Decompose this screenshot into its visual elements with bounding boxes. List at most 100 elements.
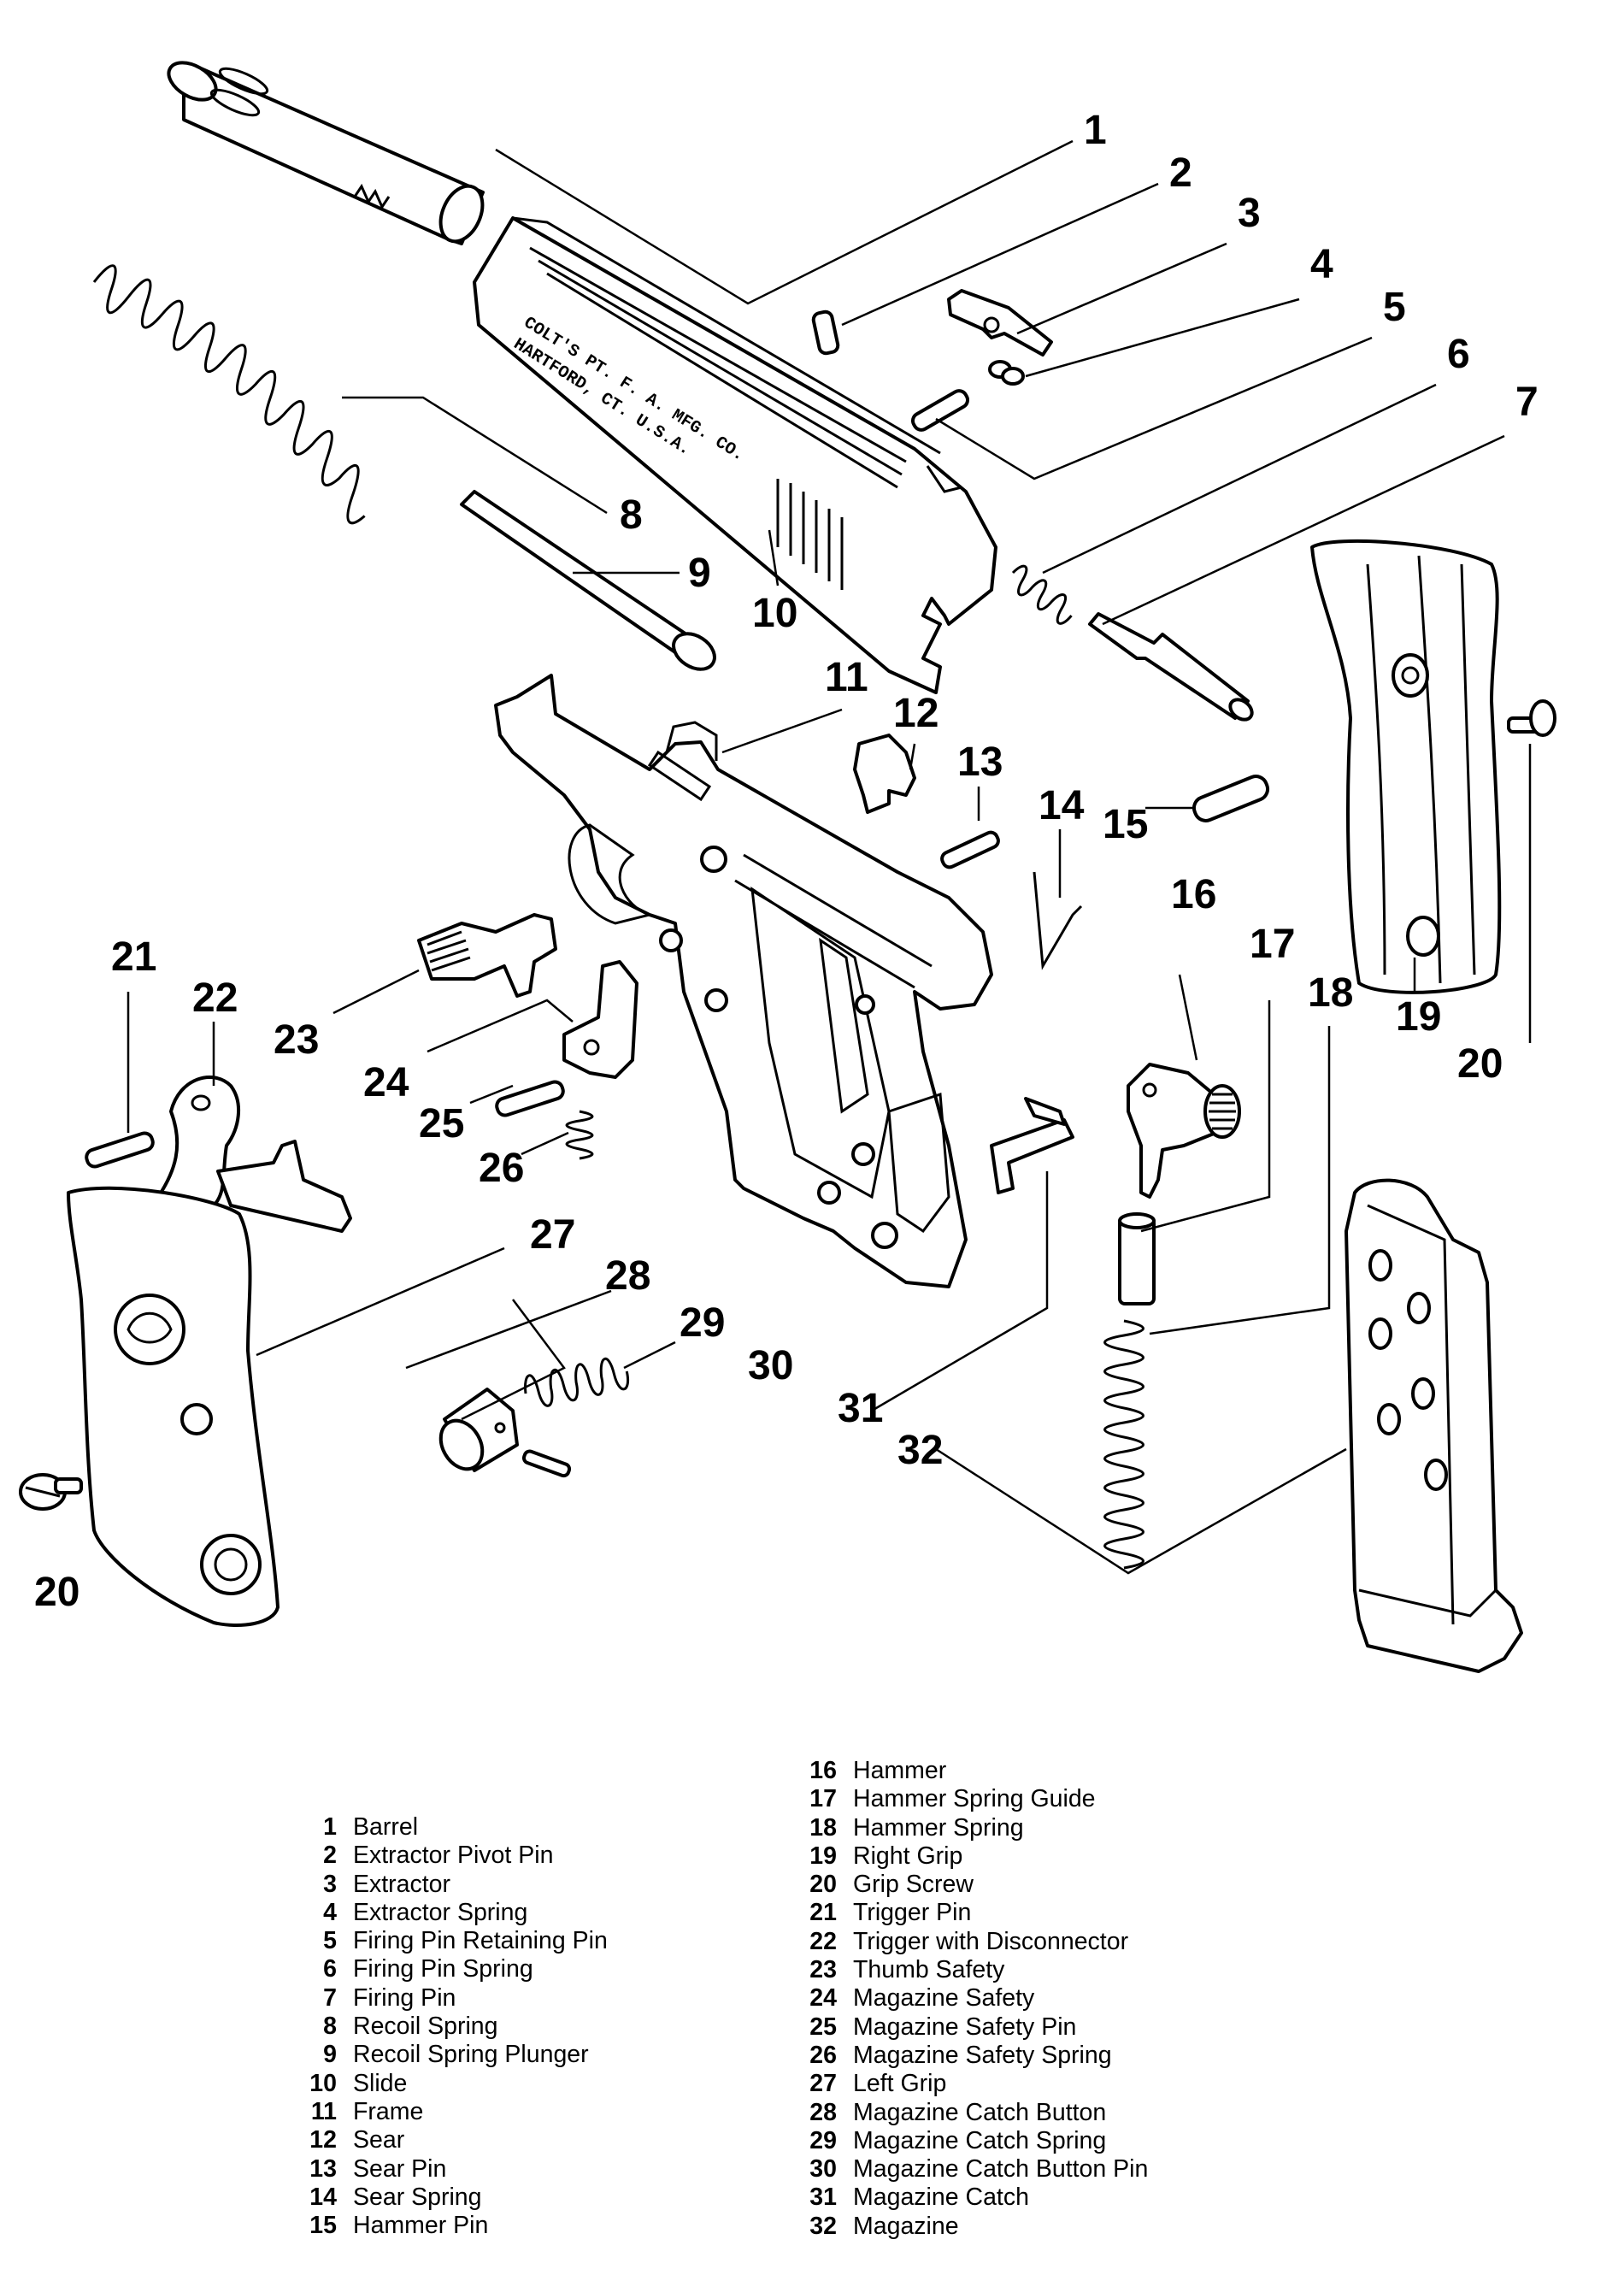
grip-screw-right bbox=[1507, 699, 1556, 737]
legend-item-number: 23 bbox=[809, 1956, 837, 1984]
legend-item-number: 31 bbox=[809, 2184, 837, 2212]
legend-item-number: 20 bbox=[809, 1871, 837, 1899]
callout-19: 19 bbox=[1396, 994, 1441, 1040]
legend-item-name: Grip Screw bbox=[853, 1871, 974, 1899]
legend-item-name: Hammer Spring Guide bbox=[853, 1785, 1096, 1813]
callout-8: 8 bbox=[620, 492, 643, 538]
legend-item-number: 21 bbox=[809, 1899, 837, 1927]
callout-29: 29 bbox=[680, 1300, 725, 1346]
legend-item-name: Magazine bbox=[853, 2212, 959, 2240]
extractor-pivot-pin bbox=[811, 309, 840, 356]
left-grip bbox=[67, 1186, 279, 1627]
callout-23: 23 bbox=[274, 1017, 319, 1063]
legend-item-name: Recoil Spring bbox=[353, 2013, 498, 2041]
callout-27: 27 bbox=[530, 1212, 575, 1258]
callout-24: 24 bbox=[363, 1060, 409, 1105]
legend-item-number: 1 bbox=[323, 1813, 337, 1841]
firing-pin-spring bbox=[1011, 564, 1073, 625]
hammer-spring bbox=[1103, 1319, 1144, 1570]
legend-item-number: 15 bbox=[309, 2212, 337, 2240]
frame bbox=[494, 674, 993, 1288]
magazine-safety-pin bbox=[495, 1080, 565, 1117]
legend-item-number: 10 bbox=[309, 2069, 337, 2097]
callout-10: 10 bbox=[752, 591, 797, 636]
callout-6: 6 bbox=[1447, 332, 1470, 377]
legend-item-name: Magazine Catch Button Pin bbox=[853, 2155, 1149, 2184]
callout-17: 17 bbox=[1250, 922, 1295, 967]
legend-item-name: Thumb Safety bbox=[853, 1956, 1005, 1984]
right-grip bbox=[1310, 539, 1502, 994]
legend-item-name: Hammer Pin bbox=[353, 2212, 489, 2240]
hammer-pin bbox=[1192, 775, 1270, 822]
legend-item: 9 Recoil Spring Plunger bbox=[299, 2041, 608, 2069]
legend-item-name: Magazine Catch Button bbox=[853, 2098, 1107, 2126]
legend-item-name: Barrel bbox=[353, 1813, 419, 1841]
recoil-spring bbox=[92, 264, 366, 525]
callout-20-right: 20 bbox=[1457, 1041, 1503, 1087]
legend-item-number: 28 bbox=[809, 2098, 837, 2126]
callout-1: 1 bbox=[1084, 108, 1107, 153]
callout-4: 4 bbox=[1310, 242, 1333, 287]
recoil-spring-plunger bbox=[460, 490, 716, 671]
legend-item: 15 Hammer Pin bbox=[299, 2212, 608, 2240]
callout-11: 11 bbox=[825, 655, 868, 700]
callout-numbers: 1 2 3 4 5 6 7 8 9 10 11 12 13 14 15 16 1… bbox=[34, 108, 1539, 1615]
callout-2: 2 bbox=[1169, 150, 1192, 196]
legend-item: 20 Grip Screw bbox=[799, 1871, 1148, 1899]
legend-item: 8 Recoil Spring bbox=[299, 2013, 608, 2041]
trigger-with-disconnector bbox=[156, 1076, 352, 1233]
legend-item-name: Magazine Safety Spring bbox=[853, 2041, 1112, 2069]
callout-21: 21 bbox=[111, 934, 156, 980]
legend-item-number: 19 bbox=[809, 1842, 837, 1870]
legend-item-number: 2 bbox=[323, 1842, 337, 1870]
legend-item-number: 14 bbox=[309, 2183, 337, 2211]
callout-3: 3 bbox=[1238, 191, 1261, 236]
legend-item-number: 24 bbox=[809, 1984, 837, 2013]
legend-item: 28 Magazine Catch Button bbox=[799, 2099, 1148, 2127]
leader-lines bbox=[127, 139, 1532, 1575]
legend-item-name: Left Grip bbox=[853, 2070, 947, 2098]
legend-item-number: 8 bbox=[323, 2013, 337, 2041]
callout-20-left: 20 bbox=[34, 1570, 79, 1615]
callout-12: 12 bbox=[893, 691, 939, 736]
legend-item: 31 Magazine Catch bbox=[799, 2184, 1148, 2212]
trigger-pin bbox=[85, 1131, 155, 1169]
legend-item-number: 18 bbox=[809, 1813, 837, 1842]
legend-item-name: Right Grip bbox=[853, 1842, 963, 1870]
legend-item-number: 29 bbox=[809, 2126, 837, 2154]
slide: COLT'S PT. F. A. MFG. CO. HARTFORD, CT. … bbox=[473, 216, 997, 694]
sear-spring bbox=[1033, 871, 1083, 970]
legend-item-name: Sear bbox=[353, 2126, 405, 2154]
barrel bbox=[167, 61, 485, 245]
legend-item-name: Magazine Safety Pin bbox=[853, 2013, 1077, 2041]
magazine-safety-spring bbox=[565, 1110, 594, 1160]
hammer-spring-guide bbox=[1118, 1212, 1156, 1305]
legend-item-name: Extractor Pivot Pin bbox=[353, 1842, 554, 1870]
legend-item-name: Sear Pin bbox=[353, 2154, 447, 2183]
legend-item-number: 9 bbox=[323, 2041, 337, 2069]
legend-item-name: Trigger with Disconnector bbox=[853, 1927, 1129, 1955]
legend-item-name: Magazine Catch bbox=[853, 2184, 1029, 2212]
callout-30: 30 bbox=[748, 1343, 793, 1388]
legend-item-name: Extractor bbox=[353, 1870, 451, 1898]
callout-5: 5 bbox=[1383, 285, 1406, 330]
legend-item-name: Recoil Spring Plunger bbox=[353, 2041, 589, 2069]
firing-pin bbox=[1088, 612, 1254, 722]
magazine bbox=[1345, 1178, 1523, 1673]
